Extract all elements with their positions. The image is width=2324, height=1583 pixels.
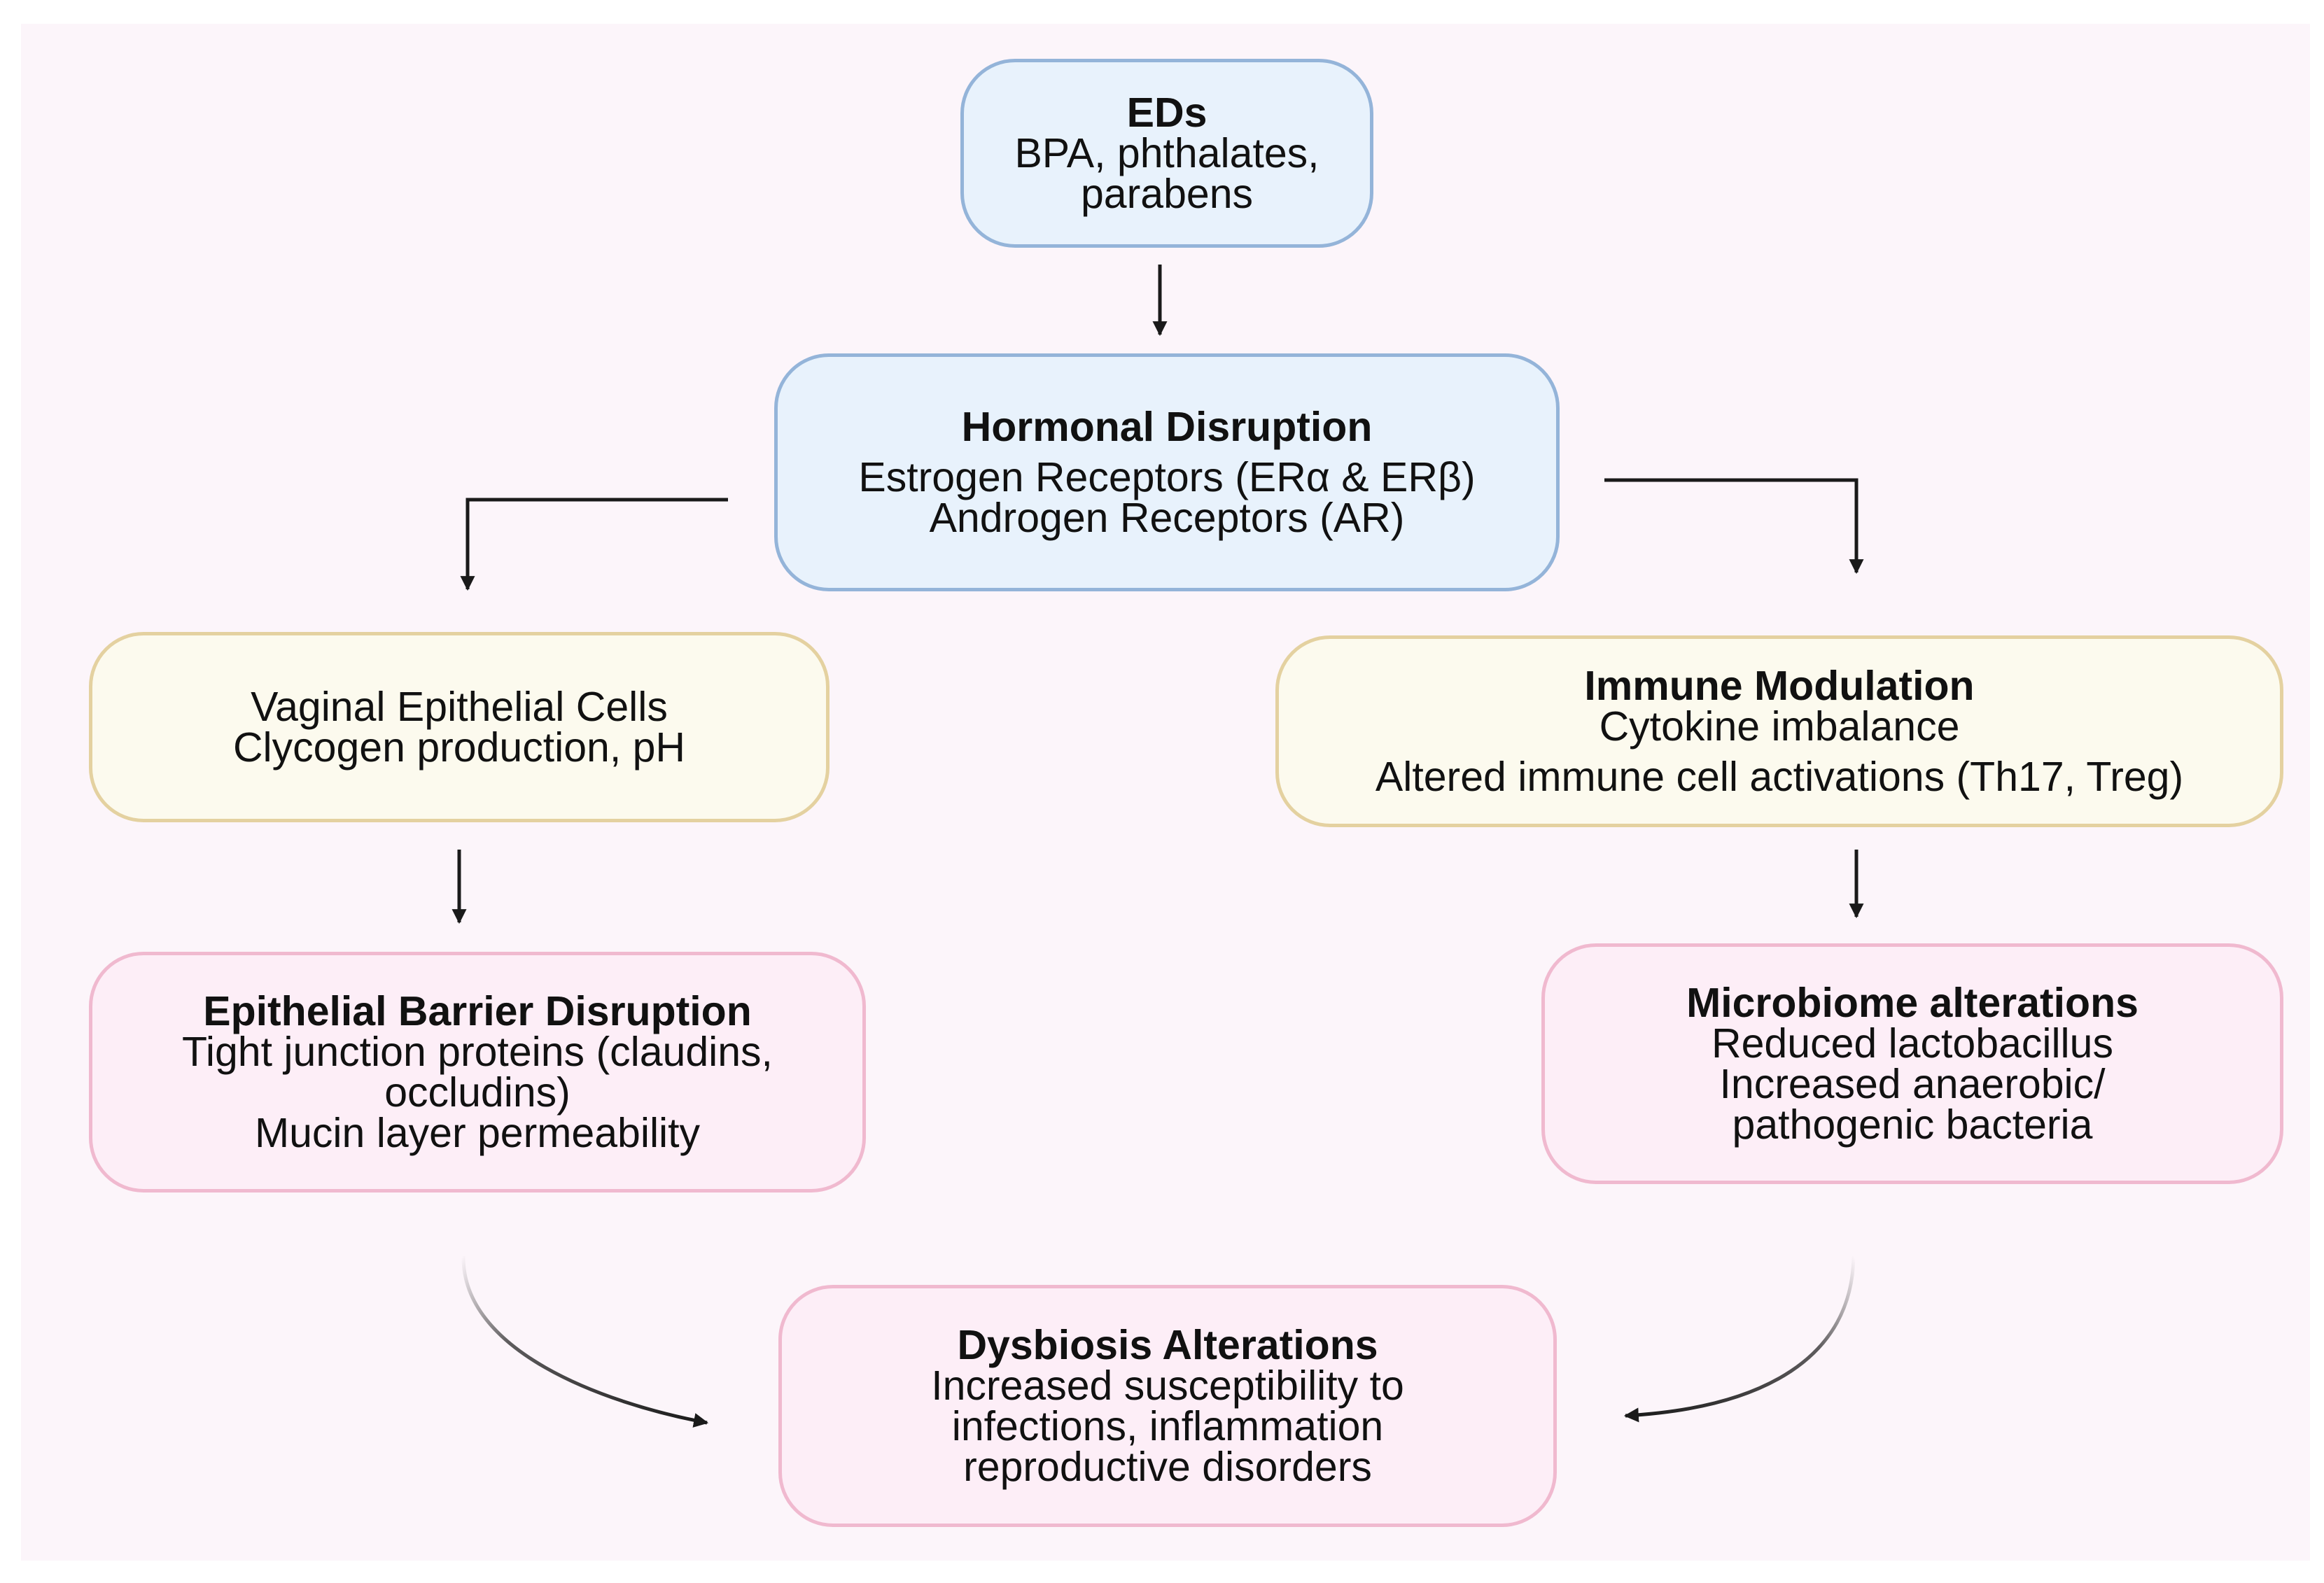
node-epithelial-barrier-disruption-title: Epithelial Barrier Disruption bbox=[203, 988, 752, 1034]
arrow-microbiome-to-dysbiosis bbox=[1623, 1255, 1856, 1423]
node-eds-line: BPA, phthalates, bbox=[1014, 130, 1320, 176]
node-eds: EDs BPA, phthalates, parabens bbox=[960, 59, 1373, 248]
node-eds-line: parabens bbox=[1080, 171, 1254, 217]
node-hormonal-disruption-line: Androgen Receptors (AR) bbox=[929, 495, 1405, 541]
node-epithelial-barrier-disruption-line: Tight junction proteins (claudins, bbox=[182, 1029, 773, 1075]
node-hormonal-disruption-title: Hormonal Disruption bbox=[961, 404, 1373, 450]
node-microbiome-alterations: Microbiome alterations Reduced lactobaci… bbox=[1541, 943, 2283, 1184]
arrow-hormonal-to-vaginal bbox=[460, 498, 728, 591]
node-microbiome-alterations-line: Reduced lactobacillus bbox=[1712, 1020, 2113, 1067]
node-hormonal-disruption-line: Estrogen Receptors (ERα & ERβ) bbox=[858, 454, 1476, 500]
node-dysbiosis-alterations-line: reproductive disorders bbox=[963, 1444, 1372, 1490]
node-immune-modulation-line: Cytokine imbalance bbox=[1599, 703, 1960, 750]
node-immune-modulation-title: Immune Modulation bbox=[1584, 663, 1975, 709]
node-vaginal-epithelial-cells-line: Vaginal Epithelial Cells bbox=[251, 684, 668, 730]
node-dysbiosis-alterations-line: Increased susceptibility to bbox=[931, 1363, 1404, 1409]
node-immune-modulation-line: Altered immune cell activations (Th17, T… bbox=[1375, 754, 2184, 800]
node-epithelial-barrier-disruption: Epithelial Barrier Disruption Tight junc… bbox=[89, 952, 866, 1192]
node-microbiome-alterations-line: Increased anaerobic/ bbox=[1719, 1061, 2106, 1107]
node-dysbiosis-alterations-line: infections, inflammation bbox=[951, 1403, 1384, 1449]
node-dysbiosis-alterations-title: Dysbiosis Alterations bbox=[957, 1322, 1378, 1368]
arrow-hormonal-to-immune bbox=[1604, 478, 1864, 575]
node-epithelial-barrier-disruption-line: Mucin layer permeability bbox=[254, 1110, 701, 1156]
node-microbiome-alterations-title: Microbiome alterations bbox=[1686, 980, 2138, 1026]
node-vaginal-epithelial-cells: Vaginal Epithelial Cells Clycogen produc… bbox=[89, 632, 830, 822]
arrow-epithelial-to-dysbiosis bbox=[461, 1255, 709, 1428]
node-eds-title: EDs bbox=[1126, 90, 1208, 136]
node-hormonal-disruption: Hormonal Disruption Estrogen Receptors (… bbox=[774, 353, 1560, 591]
node-vaginal-epithelial-cells-line: Clycogen production, pH bbox=[232, 724, 686, 771]
node-epithelial-barrier-disruption-line: occludins) bbox=[384, 1069, 570, 1116]
node-immune-modulation: Immune Modulation Cytokine imbalance Alt… bbox=[1275, 635, 2283, 827]
node-microbiome-alterations-line: pathogenic bacteria bbox=[1732, 1102, 2093, 1148]
node-dysbiosis-alterations: Dysbiosis Alterations Increased suscepti… bbox=[778, 1285, 1557, 1527]
